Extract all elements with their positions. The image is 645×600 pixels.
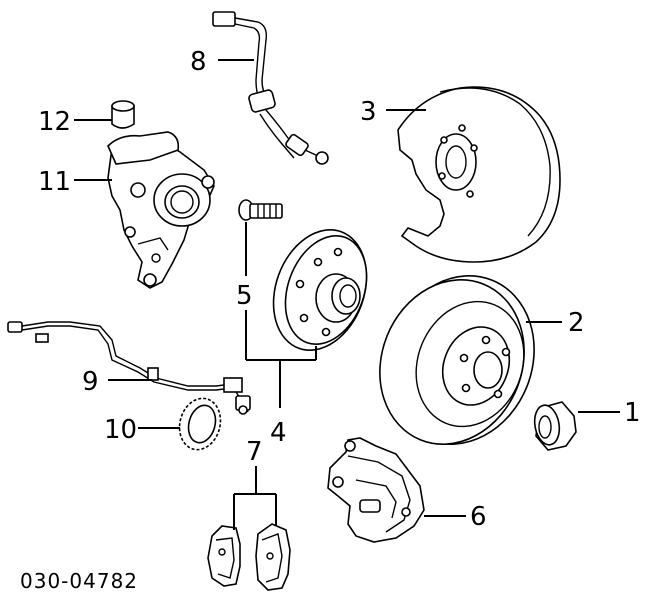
callout-12: 12 [38, 107, 71, 137]
hub-bolt-icon [238, 199, 283, 221]
brake-caliper-icon [327, 437, 425, 543]
callout-numbers: 1 2 3 4 5 6 7 8 9 10 11 12 [38, 47, 641, 532]
callout-1: 1 [624, 398, 641, 428]
callout-2: 2 [568, 308, 585, 338]
callout-7: 7 [246, 437, 263, 467]
abs-tone-ring-icon [178, 397, 222, 451]
callout-8: 8 [190, 47, 207, 77]
callout-11: 11 [38, 167, 71, 197]
callout-3: 3 [360, 97, 377, 127]
brake-hose-icon [212, 11, 329, 165]
brake-disc-icon [379, 275, 535, 445]
steering-knuckle-icon [107, 131, 215, 289]
diagram-code: 030-04782 [20, 569, 138, 593]
callout-4: 4 [270, 418, 287, 448]
hub-icon [272, 229, 368, 351]
abs-sensor-wire-icon [7, 321, 251, 415]
brake-pads-icon [207, 523, 291, 591]
dust-shield-icon [397, 86, 561, 263]
callout-9: 9 [82, 367, 99, 397]
callout-10: 10 [104, 415, 137, 445]
callout-6: 6 [470, 502, 487, 532]
bushing-icon [533, 401, 577, 451]
leader-lines [74, 59, 620, 530]
knuckle-bushing-icon [111, 100, 135, 129]
callout-5: 5 [236, 281, 253, 311]
